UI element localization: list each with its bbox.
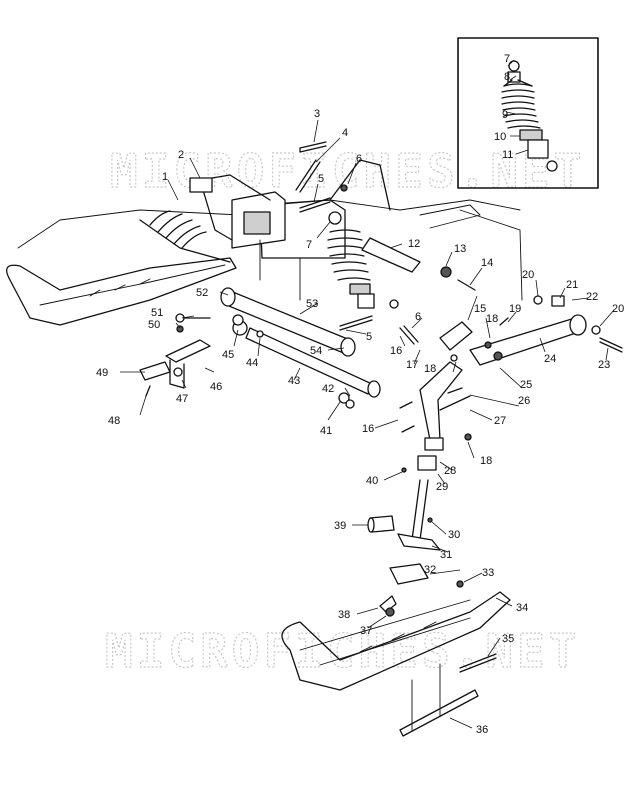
callout-14: 14 bbox=[481, 257, 493, 269]
callout-49: 49 bbox=[96, 367, 108, 379]
callout-18: 18 bbox=[486, 313, 498, 325]
callout-9: 9 bbox=[502, 109, 508, 121]
swing-arm-12 bbox=[361, 237, 421, 273]
callout-48: 48 bbox=[108, 415, 120, 427]
lower-link-43 bbox=[232, 320, 381, 398]
callout-51: 51 bbox=[151, 307, 163, 319]
callout-12: 12 bbox=[408, 238, 420, 250]
callout-5b: 5 bbox=[366, 331, 372, 343]
callout-8: 8 bbox=[504, 71, 510, 83]
callout-40: 40 bbox=[366, 475, 378, 487]
callout-54: 54 bbox=[310, 345, 322, 357]
callout-6: 6 bbox=[356, 153, 362, 165]
callout-24: 24 bbox=[544, 353, 556, 365]
callout-7: 7 bbox=[306, 239, 312, 251]
callout-25: 25 bbox=[520, 379, 532, 391]
callout-13: 13 bbox=[454, 243, 466, 255]
callout-31: 31 bbox=[440, 549, 452, 561]
callout-labels: 3 4 2 6 1 5 7 12 13 14 52 53 51 50 45 44… bbox=[96, 53, 624, 736]
callout-38: 38 bbox=[338, 609, 350, 621]
callout-35: 35 bbox=[502, 633, 514, 645]
leader-lines bbox=[120, 59, 615, 729]
left-shock-absorber bbox=[149, 177, 213, 249]
callout-53: 53 bbox=[306, 298, 318, 310]
callout-43: 43 bbox=[288, 375, 300, 387]
callout-5: 5 bbox=[318, 173, 324, 185]
callout-7b: 7 bbox=[504, 53, 510, 65]
callout-26: 26 bbox=[518, 395, 530, 407]
bolt-4 bbox=[295, 159, 321, 193]
bolt-3 bbox=[299, 141, 327, 153]
callout-1: 1 bbox=[162, 171, 168, 183]
callout-20b: 20 bbox=[612, 303, 624, 315]
callout-29: 29 bbox=[436, 481, 448, 493]
hardware-small-parts bbox=[145, 266, 623, 523]
callout-46: 46 bbox=[210, 381, 222, 393]
mounting-bracket bbox=[139, 313, 211, 389]
callout-22: 22 bbox=[586, 291, 598, 303]
callout-2: 2 bbox=[178, 149, 184, 161]
callout-34: 34 bbox=[516, 602, 528, 614]
callout-17: 17 bbox=[406, 359, 418, 371]
callout-18b: 18 bbox=[424, 363, 436, 375]
left-ski bbox=[6, 219, 237, 326]
nut-6a bbox=[340, 184, 348, 192]
callout-20: 20 bbox=[522, 269, 534, 281]
center-shock-absorber bbox=[327, 211, 375, 309]
callout-44: 44 bbox=[246, 357, 258, 369]
spindle-assembly bbox=[397, 361, 471, 551]
callout-45: 45 bbox=[222, 349, 234, 361]
callout-36: 36 bbox=[476, 724, 488, 736]
callout-11: 11 bbox=[502, 149, 513, 161]
callout-28: 28 bbox=[444, 465, 456, 477]
callout-27: 27 bbox=[494, 415, 506, 427]
callout-15: 15 bbox=[474, 303, 486, 315]
callout-4: 4 bbox=[342, 127, 348, 139]
bushing-39 bbox=[367, 515, 395, 533]
callout-18c: 18 bbox=[480, 455, 492, 467]
right-ski bbox=[281, 563, 511, 737]
callout-52: 52 bbox=[196, 287, 208, 299]
callout-41: 41 bbox=[320, 425, 332, 437]
callout-47: 47 bbox=[176, 393, 188, 405]
callout-3: 3 bbox=[314, 108, 320, 120]
callout-50: 50 bbox=[148, 319, 160, 331]
callout-32: 32 bbox=[424, 564, 436, 576]
chassis-frame bbox=[17, 159, 523, 301]
callout-16: 16 bbox=[390, 345, 402, 357]
callout-39: 39 bbox=[334, 520, 346, 532]
callout-21: 21 bbox=[566, 279, 578, 291]
callout-19: 19 bbox=[509, 303, 521, 315]
callout-30: 30 bbox=[448, 529, 460, 541]
callout-6b: 6 bbox=[415, 311, 421, 323]
upper-link-53 bbox=[220, 287, 356, 357]
bolt-5a bbox=[299, 197, 331, 213]
watermark-bottom: MICROFICHES.NET bbox=[105, 624, 580, 678]
callout-33: 33 bbox=[482, 567, 494, 579]
callout-37: 37 bbox=[360, 625, 372, 637]
callout-10: 10 bbox=[494, 131, 506, 143]
callout-42: 42 bbox=[322, 383, 334, 395]
callout-16b: 16 bbox=[362, 423, 374, 435]
callout-23: 23 bbox=[598, 359, 610, 371]
